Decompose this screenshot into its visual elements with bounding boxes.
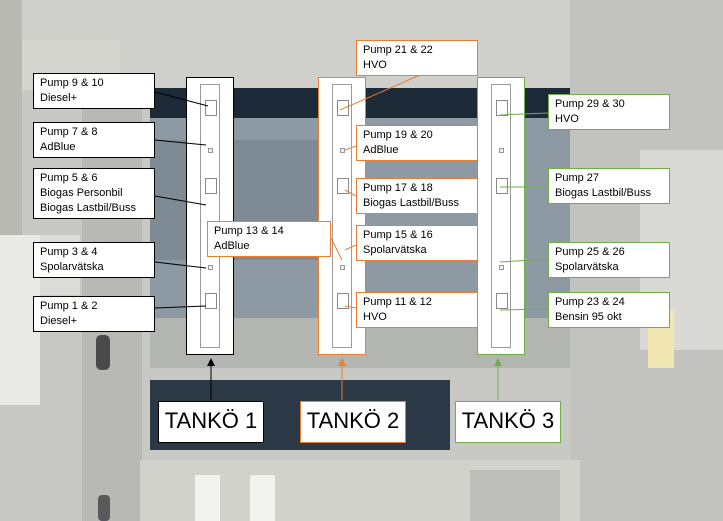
pump-icon (496, 178, 508, 194)
nozzle-icon (340, 148, 345, 153)
nozzle-icon (499, 265, 504, 270)
nozzle-icon (208, 265, 213, 270)
pump-icon (337, 100, 349, 116)
pump-icon (496, 293, 508, 309)
pump-icon (205, 178, 217, 194)
pump-icon (205, 293, 217, 309)
pump-icon (337, 293, 349, 309)
pump-icon (205, 100, 217, 116)
nozzle-icon (499, 148, 504, 153)
island-1 (186, 77, 234, 355)
nozzle-icon (340, 265, 345, 270)
pump-icon (496, 100, 508, 116)
island-3 (477, 77, 525, 355)
island-1-lane (200, 84, 220, 348)
tanko-3-title: TANKÖ 3 (455, 401, 561, 443)
island-3-lane (491, 84, 511, 348)
tanko-2-title: TANKÖ 2 (300, 401, 406, 443)
nozzle-icon (208, 148, 213, 153)
tanko-1-title: TANKÖ 1 (158, 401, 264, 443)
pump-icon (337, 178, 349, 194)
